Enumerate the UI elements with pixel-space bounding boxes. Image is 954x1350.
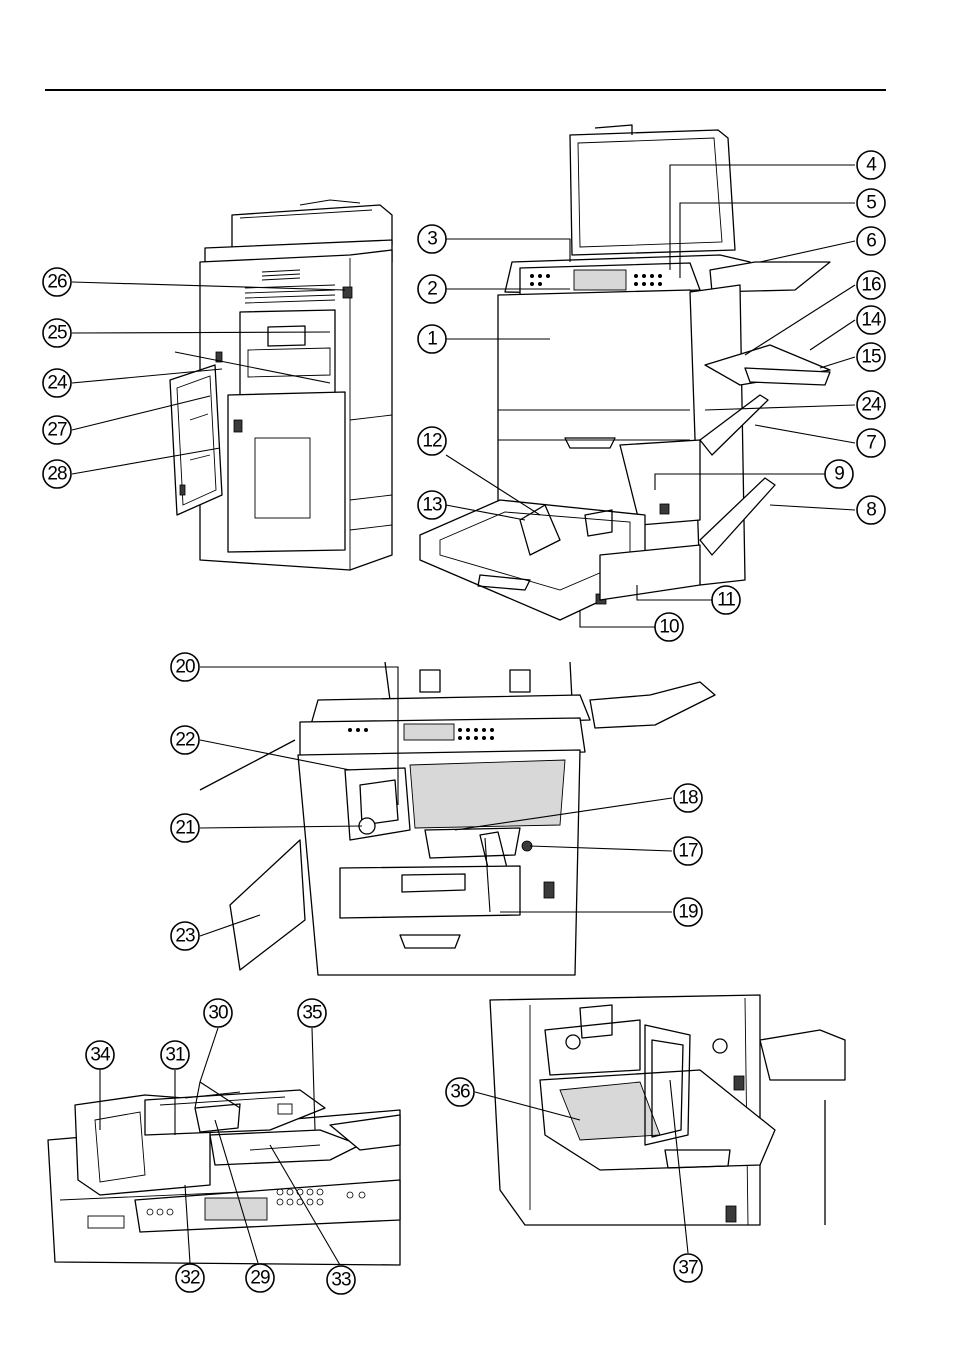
callout-9: 9 xyxy=(824,459,854,489)
callout-label: 20 xyxy=(175,657,195,678)
callout-label: 13 xyxy=(422,495,442,516)
callout-13: 13 xyxy=(417,490,447,520)
callout-label: 34 xyxy=(90,1045,111,1066)
callout-label: 24 xyxy=(861,395,882,416)
callout-2: 2 xyxy=(417,274,447,304)
callout-label: 27 xyxy=(47,420,67,441)
callout-19: 19 xyxy=(673,897,703,927)
callout-label: 26 xyxy=(47,272,67,293)
callout-label: 6 xyxy=(866,231,876,252)
callout-29: 29 xyxy=(245,1263,275,1293)
callout-16: 16 xyxy=(856,270,886,300)
callout-37: 37 xyxy=(673,1253,703,1283)
callout-32: 32 xyxy=(175,1263,205,1293)
callout-17: 17 xyxy=(673,836,703,866)
callout-label: 17 xyxy=(678,841,698,862)
callout-label: 8 xyxy=(866,500,876,521)
callout-23: 23 xyxy=(170,921,200,951)
figure-document-processor xyxy=(47,1089,401,1266)
callout-7: 7 xyxy=(856,428,886,458)
callout-11: 11 xyxy=(711,585,741,615)
callout-36: 36 xyxy=(445,1077,475,1107)
callout-label: 28 xyxy=(47,464,67,485)
callout-label: 25 xyxy=(47,323,67,344)
figure-open-front-cover xyxy=(199,661,716,976)
callout-label: 11 xyxy=(717,590,735,611)
callout-label: 10 xyxy=(659,617,679,638)
callout-1: 1 xyxy=(417,324,447,354)
callout-label: 22 xyxy=(175,730,195,751)
callout-34: 34 xyxy=(85,1040,115,1070)
callout-20: 20 xyxy=(170,652,200,682)
callout-label: 32 xyxy=(180,1268,200,1289)
callout-label: 33 xyxy=(331,1270,351,1291)
callout-label: 21 xyxy=(175,818,195,839)
callout-label: 30 xyxy=(208,1003,228,1024)
callout-label: 36 xyxy=(450,1082,470,1103)
callout-24-rear: 24 xyxy=(42,368,72,398)
callout-label: 5 xyxy=(866,193,876,214)
callout-18: 18 xyxy=(673,783,703,813)
callout-35: 35 xyxy=(297,998,327,1028)
callout-10: 10 xyxy=(654,612,684,642)
callout-8: 8 xyxy=(856,495,886,525)
callout-label: 12 xyxy=(422,431,442,452)
figure-front-view xyxy=(419,124,831,621)
callout-label: 24 xyxy=(47,373,68,394)
callout-label: 3 xyxy=(427,229,437,250)
callout-3: 3 xyxy=(417,224,447,254)
callout-label: 29 xyxy=(250,1268,270,1289)
callout-14: 14 xyxy=(856,305,886,335)
callout-label: 7 xyxy=(866,433,876,454)
callout-30: 30 xyxy=(203,998,233,1028)
callout-5: 5 xyxy=(856,188,886,218)
callout-26: 26 xyxy=(42,267,72,297)
callout-33: 33 xyxy=(326,1265,356,1295)
callout-31: 31 xyxy=(160,1040,190,1070)
callout-4: 4 xyxy=(856,150,886,180)
callout-label: 16 xyxy=(861,275,881,296)
callout-22: 22 xyxy=(170,725,200,755)
callout-27: 27 xyxy=(42,415,72,445)
callout-6: 6 xyxy=(856,226,886,256)
callout-label: 4 xyxy=(866,155,877,176)
callout-label: 19 xyxy=(678,902,698,923)
callout-label: 37 xyxy=(678,1258,698,1279)
callout-label: 15 xyxy=(861,347,881,368)
callout-25: 25 xyxy=(42,318,72,348)
callout-label: 23 xyxy=(175,926,195,947)
callout-15: 15 xyxy=(856,342,886,372)
callout-21: 21 xyxy=(170,813,200,843)
callout-12: 12 xyxy=(417,426,447,456)
callout-label: 18 xyxy=(678,788,698,809)
callout-label: 1 xyxy=(427,329,437,350)
callout-label: 31 xyxy=(165,1045,185,1066)
callout-label: 14 xyxy=(861,310,882,331)
figure-duplex-unit xyxy=(489,994,846,1226)
leader-lines xyxy=(71,164,856,1266)
callout-label: 2 xyxy=(427,279,437,300)
callout-24-front: 24 xyxy=(856,390,886,420)
callout-label: 35 xyxy=(302,1003,322,1024)
callout-label: 9 xyxy=(834,464,844,485)
figure-rear-view xyxy=(169,199,393,571)
callout-28: 28 xyxy=(42,459,72,489)
